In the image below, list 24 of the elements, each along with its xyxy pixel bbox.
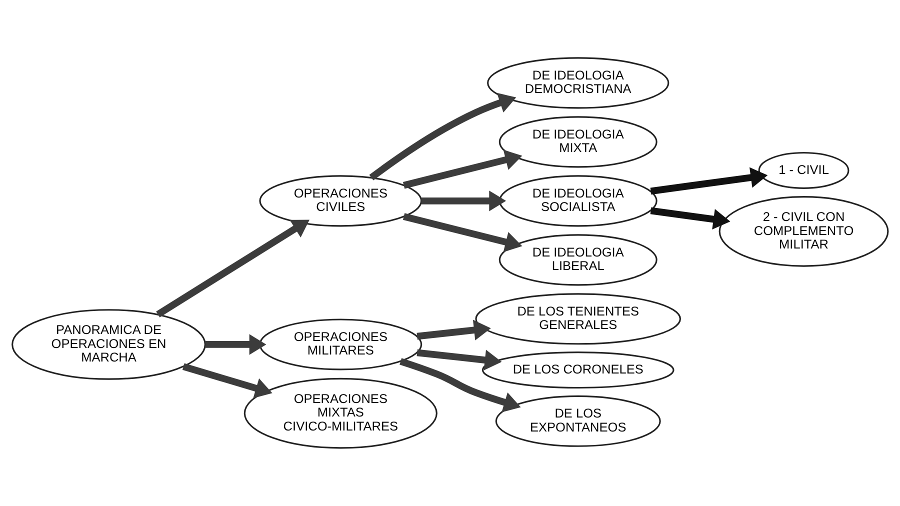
arrow bbox=[206, 334, 266, 355]
node-ellipse: OPERACIONES MILITARES bbox=[259, 318, 422, 370]
arrow bbox=[182, 363, 272, 398]
node-ellipse: DE LOS TENIENTES GENERALES bbox=[475, 293, 682, 345]
arrow bbox=[156, 220, 310, 318]
arrow bbox=[416, 320, 491, 340]
node-ellipse: DE IDEOLOGIA DEMOCRISTIANA bbox=[487, 57, 670, 109]
arrow bbox=[400, 358, 521, 412]
node-ellipse: 2 - CIVIL CON COMPLEMENTO MILITAR bbox=[718, 196, 889, 267]
node-ellipse: DE LOS EXPONTANEOS bbox=[495, 395, 661, 447]
arrow bbox=[416, 349, 502, 370]
arrow bbox=[402, 150, 522, 189]
arrow bbox=[650, 207, 730, 230]
node-ellipse: DE IDEOLOGIA LIBERAL bbox=[498, 234, 658, 286]
node-ellipse: 1 - CIVIL bbox=[758, 152, 850, 189]
node-ellipse: DE LOS CORONELES bbox=[482, 352, 674, 389]
arrow bbox=[650, 167, 768, 195]
arrow bbox=[369, 92, 516, 180]
node-ellipse: DE IDEOLOGIA MIXTA bbox=[498, 116, 658, 168]
node-ellipse: DE IDEOLOGIA SOCIALISTA bbox=[498, 175, 658, 227]
arrow bbox=[421, 190, 506, 212]
node-ellipse: PANORAMICA DE OPERACIONES EN MARCHA bbox=[12, 309, 206, 380]
arrow bbox=[402, 213, 522, 252]
node-ellipse: OPERACIONES CIVILES bbox=[259, 175, 422, 227]
